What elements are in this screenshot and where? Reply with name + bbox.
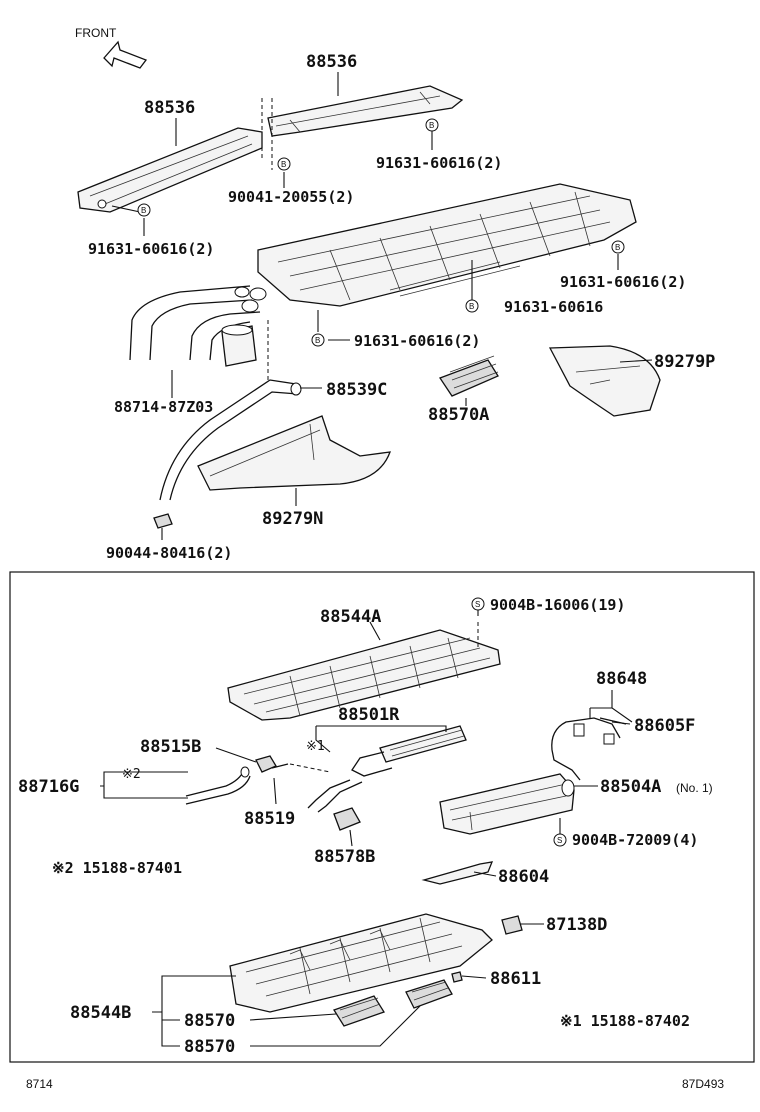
label-88519: 88519 [244, 809, 295, 829]
front-label: FRONT [75, 26, 117, 40]
pipe-88539C [159, 320, 302, 501]
label-mark-1: ※1 [306, 739, 325, 754]
svg-text:B: B [141, 206, 146, 215]
footer-left-code: 8714 [26, 1077, 53, 1091]
svg-text:B: B [615, 243, 620, 252]
label-88536-top: 88536 [306, 52, 357, 72]
label-88716G: 88716G [18, 777, 79, 797]
bolt-symbol-upper: B B B B B B [137, 118, 625, 347]
clip-88611 [451, 971, 463, 983]
label-88504A: 88504A [600, 777, 661, 797]
filter-88578B [333, 807, 361, 831]
svg-text:S: S [557, 836, 562, 845]
hose-88716G [185, 766, 251, 805]
bracket-88604 [421, 861, 494, 885]
duct-upper [257, 183, 637, 307]
footer-right-code: 87D493 [682, 1077, 724, 1091]
svg-text:B: B [315, 336, 320, 345]
hose-left [129, 285, 267, 367]
unit-88504A [439, 773, 575, 835]
label-88536-left: 88536 [144, 98, 195, 118]
label-9004B-72009: 9004B-72009(4) [572, 831, 698, 849]
lower-leaders [100, 610, 633, 1047]
duct-88544B [229, 913, 493, 1013]
rail-88536-left [77, 127, 263, 213]
detail-box [9, 571, 755, 1063]
label-88570-b: 88570 [184, 1037, 235, 1057]
duct-88544A [227, 622, 501, 721]
wiring-88648 [551, 717, 627, 781]
label-87138D: 87138D [546, 915, 607, 935]
svg-text:B: B [469, 302, 474, 311]
label-91631-mid: 91631-60616 [504, 298, 603, 316]
pipe-88501R [307, 725, 467, 813]
screw-symbol-lower: S S [471, 597, 567, 847]
label-89279P: 89279P [654, 352, 715, 372]
connector-87138D [501, 915, 523, 935]
label-88578B: 88578B [314, 847, 375, 867]
vent-88570A [439, 355, 499, 397]
note-mark-2: ※2 15188-87401 [52, 859, 182, 877]
label-91631-low: 91631-60616(2) [354, 332, 480, 350]
vent-88570-b [405, 979, 453, 1009]
label-91631-right: 91631-60616(2) [560, 273, 686, 291]
label-88570A: 88570A [428, 405, 489, 425]
sensor-88515B [255, 755, 289, 773]
label-88504A-sub: (No. 1) [676, 781, 713, 795]
svg-text:S: S [475, 600, 480, 609]
label-88611: 88611 [490, 969, 541, 989]
label-91631-left: 91631-60616(2) [88, 240, 214, 258]
svg-text:B: B [281, 160, 286, 169]
label-88501R: 88501R [338, 705, 400, 725]
front-arrow-icon [103, 40, 148, 69]
label-88714: 88714-87Z03 [114, 398, 213, 416]
label-88544B: 88544B [70, 1003, 131, 1023]
label-89279N: 89279N [262, 509, 323, 529]
note-mark-1: ※1 15188-87402 [560, 1012, 690, 1030]
vent-88570-a [333, 995, 385, 1027]
panel-89279N [197, 415, 391, 491]
label-90041: 90041-20055(2) [228, 188, 354, 206]
label-88648: 88648 [596, 669, 647, 689]
label-mark-2: ※2 [122, 767, 141, 782]
label-88605F: 88605F [634, 716, 695, 736]
svg-text:B: B [429, 121, 434, 130]
label-88539C: 88539C [326, 380, 387, 400]
label-88515B: 88515B [140, 737, 201, 757]
cover-89279P [548, 345, 661, 417]
label-88570-a: 88570 [184, 1011, 235, 1031]
label-88544A: 88544A [320, 607, 381, 627]
upper-leaders [111, 72, 653, 540]
label-91631-top: 91631-60616(2) [376, 154, 502, 172]
label-88604: 88604 [498, 867, 549, 887]
sensor-dash-line [289, 763, 331, 773]
rail-88536-top [261, 85, 464, 170]
label-9004B-16006: 9004B-16006(19) [490, 596, 625, 614]
label-90044: 90044-80416(2) [106, 544, 232, 562]
grommet-90044 [153, 513, 173, 529]
